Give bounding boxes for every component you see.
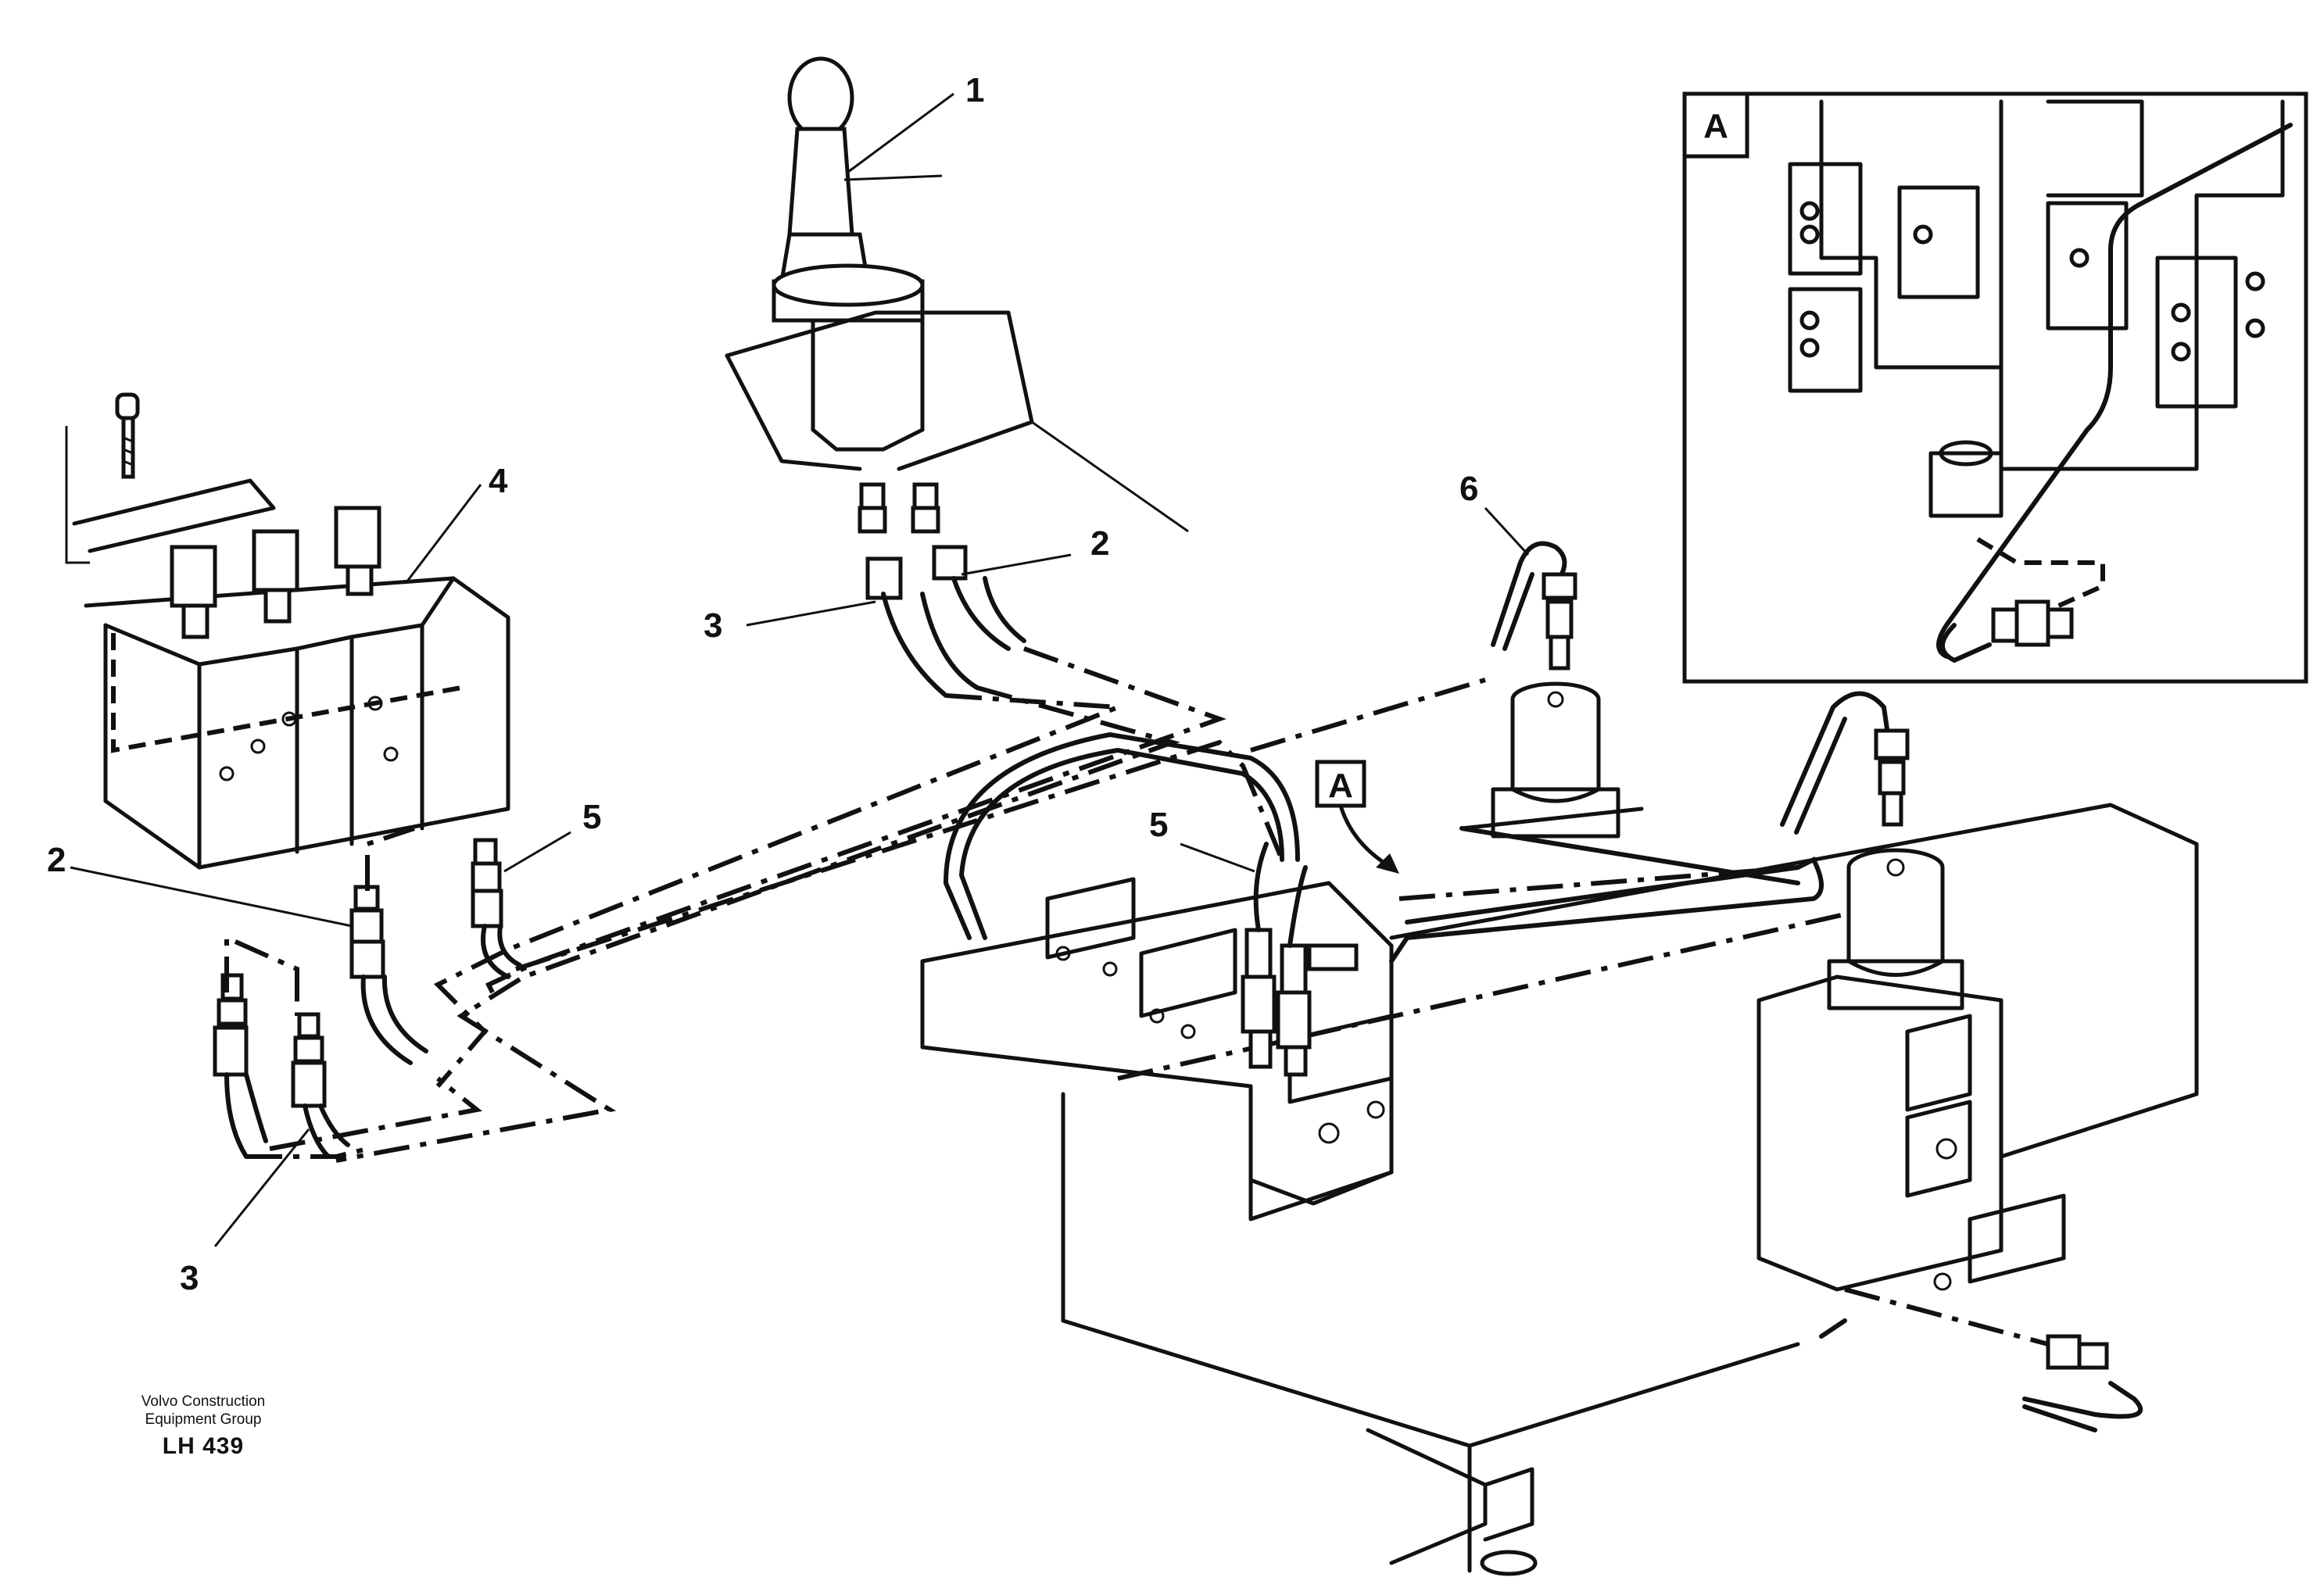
joystick-hose-3 (881, 592, 948, 698)
detail-fitting (1940, 599, 2074, 663)
drain-fitting (1819, 1318, 2143, 1432)
detail-marker-a: A (1315, 760, 1399, 874)
detail-marker-label: A (1328, 767, 1353, 805)
drawing-code: LH 439 (162, 1433, 245, 1459)
main-hose-loop (958, 747, 1284, 940)
publisher-footer: Volvo Construction Equipment Group LH 43… (117, 1393, 289, 1460)
valve-hose-5b (497, 924, 522, 967)
center-fittings (1241, 928, 1359, 1077)
main-hose-right (1389, 856, 1824, 964)
main-hose-loop-b (943, 731, 1300, 940)
joystick-hose-2 (951, 576, 1011, 651)
callouts: 1 2 3 4 2 5 5 6 3 (47, 71, 1530, 1297)
main-control-valve (920, 681, 2199, 1576)
joystick-hose-2b (983, 576, 1026, 643)
callout-5-mid: 5 (1149, 806, 1168, 844)
org-name-line2: Equipment Group (145, 1411, 262, 1428)
center-hose-5b (1287, 865, 1308, 948)
main-hose-right-b (1459, 826, 1800, 885)
joystick-hose-3b (920, 592, 979, 690)
right-hose-assembly (1780, 691, 1910, 835)
valve-hose-2 (360, 975, 413, 1065)
valve-hose-2b (381, 975, 428, 1053)
callout-5-left: 5 (582, 798, 601, 836)
callout-4: 4 (489, 462, 508, 500)
callout-6: 6 (1459, 470, 1478, 508)
valve-hose-3c (303, 1103, 331, 1159)
center-hose-5a (1253, 842, 1269, 932)
org-name-line1: Volvo Construction (141, 1393, 266, 1410)
callout-2-top: 2 (1090, 524, 1109, 563)
pilot-lines (224, 646, 2049, 1346)
callout-2-left: 2 (47, 841, 66, 879)
hose-6-assembly (1491, 541, 1577, 671)
valve-hose-3d (318, 1103, 350, 1147)
valve-hose-5 (481, 924, 510, 979)
valve-hose-3 (224, 1072, 249, 1159)
joystick-control-lever (725, 56, 1189, 600)
callout-3-bottom: 3 (180, 1259, 199, 1297)
solenoid-valve-block (65, 392, 510, 870)
callout-3-top: 3 (704, 606, 722, 645)
valve-hose-3b (244, 1072, 268, 1143)
detail-view-a: A (1682, 91, 2308, 684)
detail-view-label: A (1703, 107, 1728, 145)
callout-1: 1 (965, 71, 984, 109)
